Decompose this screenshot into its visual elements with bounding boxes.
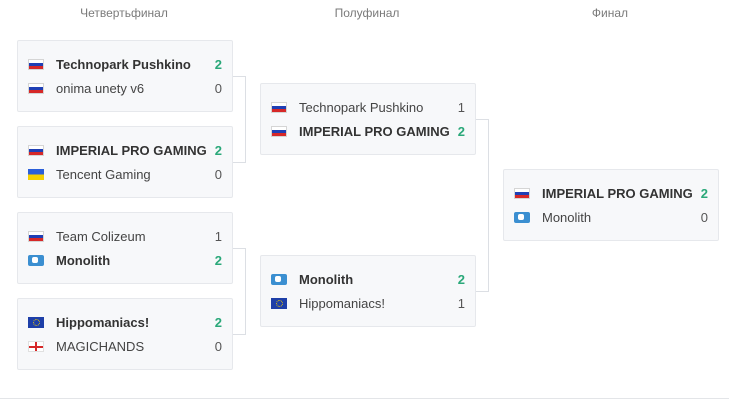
connector [233,76,245,77]
divider [0,398,729,399]
round-title-semifinal: Полуфинал [334,6,400,20]
team-name[interactable]: Monolith [299,271,354,287]
team-name[interactable]: Tencent Gaming [56,166,151,182]
connector [233,248,245,249]
connector [488,119,489,292]
team-score: 2 [700,185,708,201]
team-name[interactable]: IMPERIAL PRO GAMING [56,142,207,158]
flag-ru-icon [271,101,287,113]
flag-ge-icon [28,340,44,352]
team-score: 0 [214,166,222,182]
team-name[interactable]: MAGICHANDS [56,338,145,354]
team-name[interactable]: onima unety v6 [56,80,145,96]
team-row[interactable]: Technopark Pushkino 1 [271,97,465,117]
team-score: 2 [457,271,465,287]
team-name[interactable]: Monolith [542,209,592,225]
connector [245,248,246,335]
team-row[interactable]: Technopark Pushkino 2 [28,54,222,74]
flag-ru-icon [28,58,44,70]
team-score: 2 [214,56,222,72]
flag-eu-icon [271,297,287,309]
team-score: 0 [214,80,222,96]
team-name[interactable]: Team Colizeum [56,228,146,244]
connector [245,76,246,163]
team-name[interactable]: Monolith [56,252,111,268]
connector [233,162,245,163]
team-row[interactable]: IMPERIAL PRO GAMING 2 [28,140,222,160]
team-name[interactable]: Technopark Pushkino [56,56,191,72]
team-row[interactable]: Monolith 0 [514,207,708,227]
round-title-final: Финал [591,6,629,20]
match-card-qf1[interactable]: Technopark Pushkino 2 onima unety v6 0 [17,40,233,112]
team-row[interactable]: Hippomaniacs! 2 [28,312,222,332]
flag-ru-icon [28,82,44,94]
team-row[interactable]: IMPERIAL PRO GAMING 2 [514,183,708,203]
team-row[interactable]: Monolith 2 [271,269,465,289]
team-logo-icon [271,273,287,285]
team-score: 2 [214,314,222,330]
team-row[interactable]: Monolith 2 [28,250,222,270]
team-row[interactable]: MAGICHANDS 0 [28,336,222,356]
flag-ru-icon [28,230,44,242]
flag-eu-icon [28,316,44,328]
flag-ru-icon [28,144,44,156]
round-title-quarterfinal: Четвертьфинал [80,6,168,20]
team-score: 1 [457,99,465,115]
connector [476,291,488,292]
team-logo-icon [514,211,530,223]
team-score: 2 [214,142,222,158]
connector [476,119,488,120]
team-row[interactable]: Tencent Gaming 0 [28,164,222,184]
team-row[interactable]: onima unety v6 0 [28,78,222,98]
flag-ru-icon [514,187,530,199]
team-score: 0 [214,338,222,354]
team-score: 1 [214,228,222,244]
team-row[interactable]: Hippomaniacs! 1 [271,293,465,313]
team-score: 1 [457,295,465,311]
connector [233,334,245,335]
team-name[interactable]: IMPERIAL PRO GAMING [299,123,450,139]
team-row[interactable]: IMPERIAL PRO GAMING 2 [271,121,465,141]
team-name[interactable]: IMPERIAL PRO GAMING [542,185,693,201]
team-name[interactable]: Hippomaniacs! [299,295,385,311]
flag-ua-icon [28,168,44,180]
flag-ru-icon [271,125,287,137]
team-logo-icon [28,254,44,266]
team-row[interactable]: Team Colizeum 1 [28,226,222,246]
team-name[interactable]: Technopark Pushkino [299,99,424,115]
team-score: 2 [457,123,465,139]
team-score: 0 [700,209,708,225]
team-name[interactable]: Hippomaniacs! [56,314,150,330]
team-score: 2 [214,252,222,268]
